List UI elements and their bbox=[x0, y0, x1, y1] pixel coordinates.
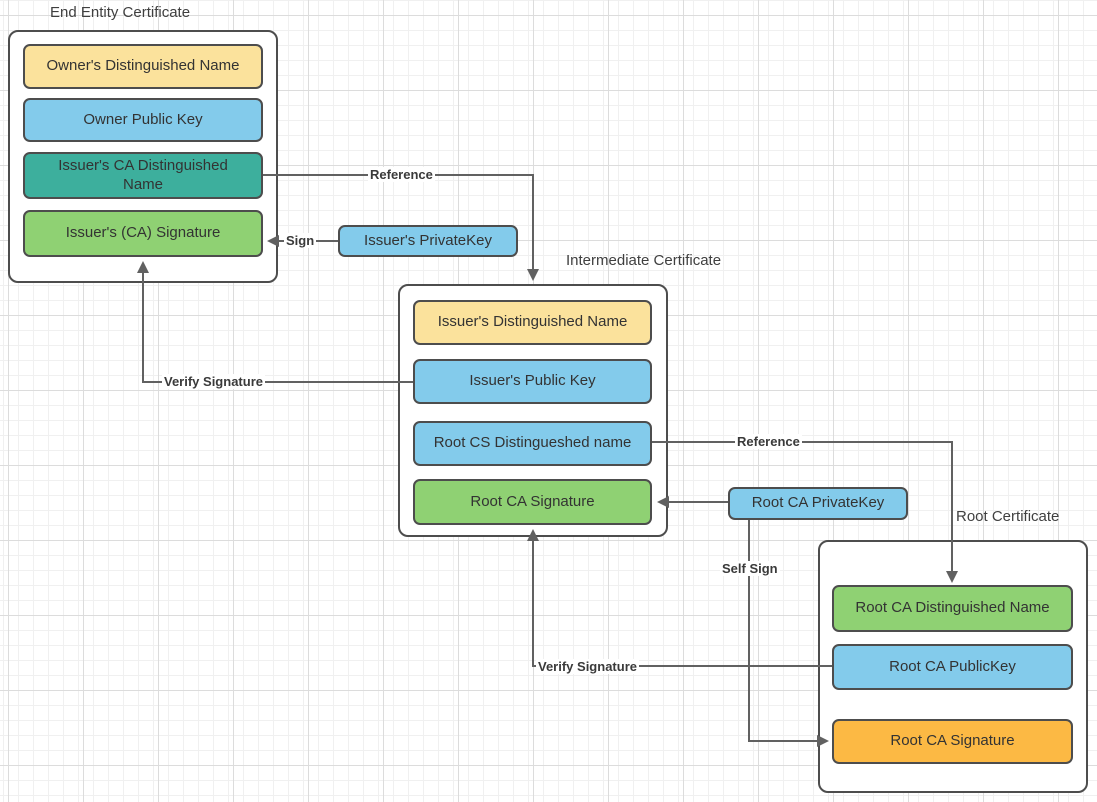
root-certificate-title: Root Certificate bbox=[956, 508, 1060, 525]
reference-label-bottom[interactable]: Reference bbox=[735, 434, 802, 449]
node-label: Owner Public Key bbox=[83, 110, 203, 128]
root-cs-distingueshed-name-box[interactable]: Root CS Distingueshed name bbox=[413, 421, 652, 466]
root-ca-signature-box[interactable]: Root CA Signature bbox=[832, 719, 1073, 764]
issuer-public-key-box[interactable]: Issuer's Public Key bbox=[413, 359, 652, 404]
issuer-ca-distinguished-name-box[interactable]: Issuer's CA Distinguished Name bbox=[23, 152, 263, 199]
node-label: Issuer's CA Distinguished Name bbox=[58, 156, 228, 193]
self-sign-label[interactable]: Self Sign bbox=[720, 561, 780, 576]
root-ca-public-key-box[interactable]: Root CA PublicKey bbox=[832, 644, 1073, 690]
node-label: Root CA Signature bbox=[470, 492, 595, 510]
end-entity-certificate-title: End Entity Certificate bbox=[50, 4, 191, 21]
reference-arrow-top[interactable] bbox=[263, 174, 539, 281]
root-sign-arrow[interactable] bbox=[657, 496, 728, 508]
reference-label-top[interactable]: Reference bbox=[368, 167, 435, 182]
owner-distinguished-name-box[interactable]: Owner's Distinguished Name bbox=[23, 44, 263, 89]
owner-public-key-box[interactable]: Owner Public Key bbox=[23, 98, 263, 142]
intermediate-certificate-title: Intermediate Certificate bbox=[566, 252, 722, 269]
issuer-distinguished-name-box[interactable]: Issuer's Distinguished Name bbox=[413, 300, 652, 345]
node-label: Root CA PrivateKey bbox=[751, 494, 885, 512]
node-label: Root CA Signature bbox=[890, 732, 1015, 750]
node-label: Issuer's Public Key bbox=[469, 372, 596, 390]
node-label: Owner's Distinguished Name bbox=[46, 57, 240, 75]
self-sign-arrow[interactable] bbox=[748, 520, 829, 747]
verify-signature-label-left[interactable]: Verify Signature bbox=[162, 374, 265, 389]
root-ca-distinguished-name-box[interactable]: Root CA Distinguished Name bbox=[832, 585, 1073, 632]
sign-label[interactable]: Sign bbox=[284, 233, 317, 248]
node-label: Issuer's (CA) Signature bbox=[65, 224, 221, 242]
verify-signature-arrow-left[interactable] bbox=[137, 261, 413, 383]
verify-signature-arrow-bottom[interactable] bbox=[527, 529, 832, 667]
verify-signature-label-bottom[interactable]: Verify Signature bbox=[536, 659, 639, 674]
node-label: Root CS Distingueshed name bbox=[433, 434, 632, 452]
node-label: Root CA Distinguished Name bbox=[855, 599, 1050, 617]
node-label: Root CA PublicKey bbox=[889, 657, 1016, 675]
issuer-private-key-box[interactable]: Issuer's PrivateKey bbox=[338, 225, 518, 257]
node-label: Issuer's PrivateKey bbox=[364, 231, 492, 249]
issuer-ca-signature-box[interactable]: Issuer's (CA) Signature bbox=[23, 210, 263, 257]
intermediate-root-ca-signature-box[interactable]: Root CA Signature bbox=[413, 479, 652, 525]
node-label: Issuer's Distinguished Name bbox=[437, 313, 628, 331]
root-ca-private-key-box[interactable]: Root CA PrivateKey bbox=[728, 487, 908, 520]
